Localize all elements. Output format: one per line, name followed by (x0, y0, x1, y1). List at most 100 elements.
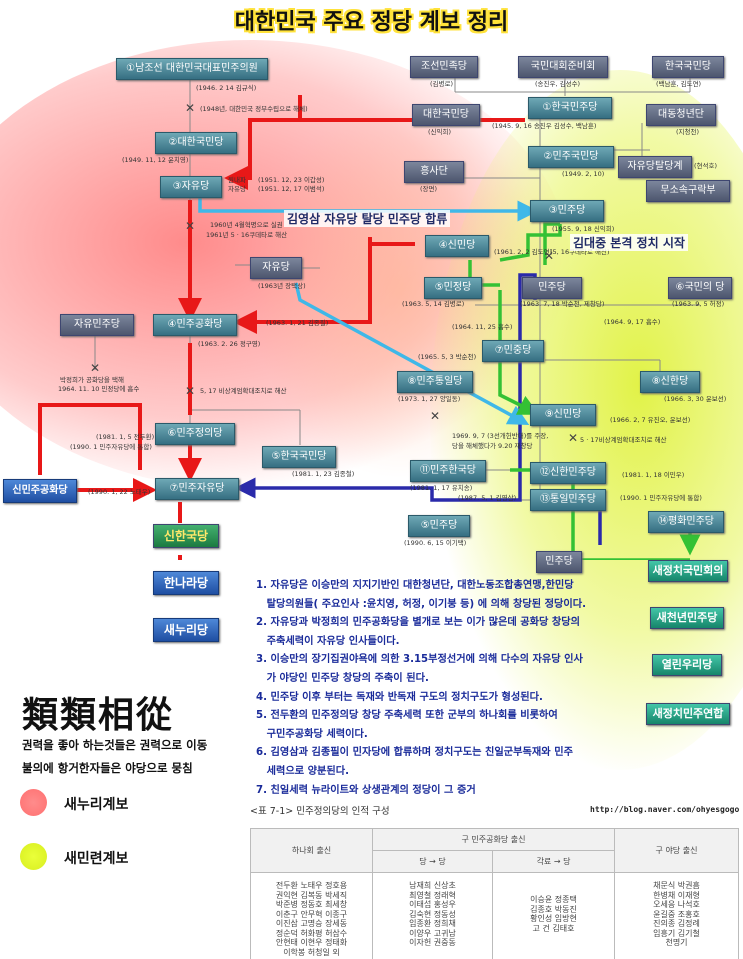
legend-red-dot (20, 789, 47, 816)
note-park-1: 박정희가 공화당을 택해 (60, 376, 124, 384)
node-representative-democratic-council: ①남조선 대한민국대표민주의원 (116, 58, 268, 80)
node-democratic-1963: 민주당 (522, 277, 582, 299)
note-1961-kim-do-yeon: (1961. 2, 2 김도연) (494, 248, 553, 256)
header-cabinet-to-party: 각료 → 당 (492, 850, 615, 873)
banner-dj-kim: 김대중 본격 정치 시작 (570, 234, 688, 251)
note-1966-yu: (1966. 2, 7 유진오, 윤보선) (610, 416, 691, 424)
note-1963-kim-jong-pil: (1963. 1, 21 김종필) (266, 319, 329, 327)
note-1981-lee-min-woo: (1981. 1, 18 이민우) (622, 471, 685, 479)
node-grand-national: 한나라당 (153, 571, 219, 595)
node-millennium-democratic: 새천년민주당 (650, 607, 724, 629)
note-1963-jeong: (1963. 2. 26 정구영) (198, 340, 261, 348)
dissolved-mark: ✕ (185, 101, 196, 115)
list-item: 7. 친일세력 뉴라이트와 상생관계의 정당이 그 증거 (256, 784, 476, 796)
note-1949-feb: (1949. 2, 10) (562, 170, 605, 178)
note-1963-kim-byeong-ro: (1963. 5, 14 김병로) (402, 300, 465, 308)
legend-green-label: 새민련계보 (64, 851, 129, 867)
note-517-dissolve: 5, 17 비상계엄확대조치로 해산 (200, 387, 287, 395)
note-1987-kim: (1987. 5, 1 김영삼) (458, 494, 517, 502)
node-peoples-party: ⑥국민의 당 (668, 277, 732, 299)
node-minjung: ⑦민중당 (482, 340, 544, 362)
node-democratic-justice: ⑥민주정의당 (155, 423, 235, 445)
header-hanahoe: 하나회 출신 (250, 828, 373, 873)
list-item: 구민주공화당 세력이다. (256, 728, 368, 740)
note-park-2: 1964. 11. 10 민정당에 흡수 (58, 385, 140, 393)
node-reunification-democratic: ⑬통일민주당 (530, 489, 606, 511)
note-1981-chun: (1981. 1, 5 전두환) (96, 433, 155, 441)
banner-ys-kim: 김영삼 자유당 탈당 민주당 합류 (284, 210, 451, 227)
node-npad: 새정치민주연합 (646, 703, 730, 725)
node-saenuri: 새누리당 (153, 618, 219, 642)
node-liberal-democratic: 자유민주당 (60, 314, 134, 336)
node-daehan-gukmin: ②대한국민당 (155, 132, 237, 154)
idiom-line-2: 불의에 항거한자들은 야당으로 뭉침 (22, 761, 193, 775)
node-minjeong: ⑤민정당 (424, 277, 482, 299)
note-1949-yoon: (1949. 11, 12 윤치영) (122, 156, 189, 164)
node-democratic-1990: ⑤민주당 (408, 515, 470, 537)
list-item: 1. 자유당은 이승만의 지지기반인 대한청년단, 대한노동조합총연맹,한민당 (256, 580, 574, 591)
note-hyeon-seok-ho: (현석호) (694, 162, 718, 170)
node-daehan-gukmin-2: 대한국민당 (412, 104, 480, 126)
list-item: 가 야당인 민주당 창당의 주축이 된다. (256, 672, 429, 684)
node-liberal-party-1963: 자유당 (250, 257, 302, 279)
header-party-to-party: 당 → 당 (372, 850, 493, 873)
note-1973: (1973. 1, 27 양일동) (398, 395, 461, 403)
dissolved-mark-3: ✕ (90, 361, 101, 375)
note-1964-sep-absorb: (1964. 9, 17 흡수) (604, 318, 661, 326)
legend-green-dot (20, 843, 47, 870)
node-democratic-1955: ③민주당 (530, 200, 604, 222)
node-democratic-korea: ⑪민주한국당 (410, 460, 486, 482)
dissolved-mark-6: ✕ (430, 409, 441, 423)
note-1969-a: 1969. 9, 7 (3선개헌반대)를 주장, (452, 432, 549, 440)
list-item: 3. 이승만의 장기집권야욕에 의한 3.15부정선거에 의해 다수의 자유당 … (256, 654, 583, 666)
note-1946: (1946. 2 14 김규식) (196, 84, 257, 92)
note-1960: 1960년 4월혁명으로 실권 (210, 221, 283, 229)
dissolved-mark-4: ✕ (185, 384, 196, 398)
note-1951-lee-beom: (1951. 12, 17 이범석) (258, 185, 325, 193)
note-song-kim: (송진우, 김성수) (535, 80, 581, 88)
dissolved-mark-5: ✕ (544, 249, 555, 263)
note-shin-ik-hee: (신익희) (428, 128, 452, 136)
node-liberal-defectors: 자유당탈당계 (618, 156, 692, 178)
note-baek-kim: (백남훈, 김도연) (656, 80, 702, 88)
note-1965: (1965. 5, 3 박순천) (418, 353, 477, 361)
table-caption: <표 7-1> 민주정의당의 인적 구성 (250, 806, 390, 817)
dissolved-mark-7: ✕ (568, 431, 579, 445)
node-liberal-party: ③자유당 (160, 176, 222, 198)
idiom-hanja: 類類相從 (22, 694, 175, 736)
note-1990-lee-ki-taek: (1990. 6, 15 이기택) (404, 539, 467, 547)
composition-table: 하나회 출신 구 민주공화당 출신 구 야당 출신 당 → 당 각료 → 당 전… (250, 828, 739, 959)
node-new-korea: 신한국당 (153, 524, 219, 548)
note-1963-jang: (1963년 장택상) (258, 282, 306, 290)
node-democratic-national: ②민주국민당 (528, 146, 614, 168)
list-item: 4. 민주당 이후 부터는 독재와 반독재 구도의 정치구도가 형성된다. (256, 691, 543, 703)
node-independent-club: 무소속구락부 (646, 180, 730, 202)
note-1961: 1961년 5 · 16쿠데타로 해산 (206, 231, 288, 239)
page-title: 대한민국 주요 정당 계보 정리 (234, 10, 509, 35)
node-korean-national: ⑤한국국민당 (262, 446, 336, 468)
node-democratic-republican: ④민주공화당 (153, 314, 237, 336)
node-uri: 열린우리당 (652, 654, 722, 676)
node-democratic-right: 민주당 (536, 551, 582, 573)
list-item: 탈당의원들( 주요인사 :윤치영, 허정, 이기붕 등) 에 의해 창당된 정당… (256, 598, 586, 610)
note-ji-cheong-cheon: (지청천) (676, 128, 700, 136)
node-democratic-unification: ⑧민주통일당 (397, 371, 473, 393)
explanation-list: 1. 자유당은 이승만의 지지기반인 대한청년단, 대한노동조합총연맹,한민당 … (256, 577, 641, 800)
note-1981-yu: (1981. 1, 17 유치송) (410, 484, 473, 492)
node-sinhan: ⑧신한당 (640, 371, 700, 393)
node-joseon-minjok: 조선민족당 (410, 56, 478, 78)
note-kim-byeong-ro: (김병로) (430, 80, 454, 88)
note-516-dissolve: (5, 16쿠데타로 해산) (550, 248, 610, 256)
note-1951-lee-gap: (1951. 12, 23 이갑성) (258, 176, 325, 184)
node-korea-national-party: 한국국민당 (652, 56, 724, 78)
note-1990-merge-2: (1990. 1 민주자유당에 통합) (620, 494, 702, 502)
note-wonnae: 원내파 (228, 176, 246, 184)
note-1990-roh: (1990. 1, 22 노태우) (88, 488, 151, 496)
note-1969-b: 당을 해체했다가 9.20 재창당 (452, 442, 533, 450)
note-1966-yun: (1966. 3, 30 윤보선) (664, 395, 727, 403)
note-1963-park: (1963. 7, 18 박순천, 제창당) (520, 300, 605, 308)
